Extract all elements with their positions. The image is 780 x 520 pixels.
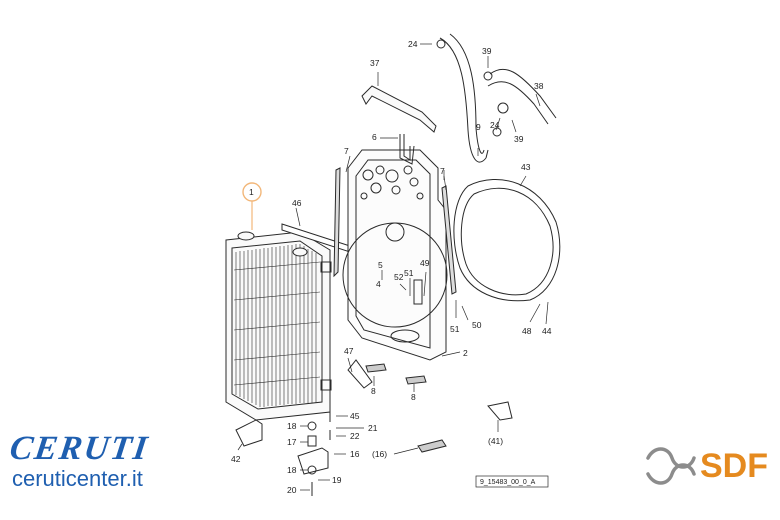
callout-8-right: 8 [411,392,416,402]
callout-51-bottom: 51 [450,324,460,334]
washer-18a [307,421,317,431]
callout-18-top: 18 [287,421,297,431]
fan-shroud-plate [342,149,448,361]
callout-19: 19 [332,475,342,485]
top-cover [361,85,437,133]
callout-24-right: 24 [490,120,500,130]
callout-46: 46 [292,198,302,208]
bracket-47 [347,359,373,389]
callout-24-top: 24 [408,39,418,49]
callout-45: 45 [350,411,360,421]
pad-8b [405,375,427,385]
callout-38: 38 [534,81,544,91]
radiator [225,231,332,421]
callout-6: 6 [372,132,377,142]
hose-upper [439,33,487,163]
callout-41: (41) [488,436,503,446]
callout-2: 2 [463,348,468,358]
callout-52: 52 [394,272,404,282]
sdf-logo-icon [646,447,696,485]
callout-7-right: 7 [440,166,445,176]
callout-17: 17 [287,437,297,447]
ceruti-logo: CERUTI [7,430,152,467]
pad-8a [365,363,387,373]
callout-5: 5 [378,260,383,270]
callout-16-paren: (16) [372,449,387,459]
callout-42: 42 [231,454,241,464]
sdf-logo-text: SDF [700,447,768,485]
side-seal-right [441,185,457,295]
bracket-16 [297,447,329,475]
callout-20: 20 [287,485,297,495]
drawing-code: 9_15483_00_0_A [480,479,536,486]
callout-49: 49 [420,258,430,268]
callout-labels: 1 2 4 5 6 7 7 8 8 9 16 (16) 17 18 18 19 … [231,39,552,495]
bracket-41 [487,401,513,421]
fan-ring [453,178,561,302]
callout-48: 48 [522,326,532,336]
callout-22: 22 [350,431,360,441]
callout-18-bottom: 18 [287,465,297,475]
callout-44: 44 [542,326,552,336]
callout-4: 4 [376,279,381,289]
drawing-code-box [475,475,549,488]
side-seal-left [333,167,341,278]
callout-1: 1 [249,187,254,197]
callout-39-top: 39 [482,46,492,56]
ceruti-url: ceruticenter.it [12,466,143,491]
hose-lower [487,68,557,125]
callout-16: 16 [350,449,360,459]
clip-6 [399,134,415,165]
callout-8-left: 8 [371,386,376,396]
callout-7-left: 7 [344,146,349,156]
callout-37: 37 [370,58,380,68]
callout-21: 21 [368,423,378,433]
washer-18b [307,465,317,475]
pad-16 [417,439,447,453]
callout-9: 9 [476,122,481,132]
callout-43: 43 [521,162,531,172]
bushing-17 [307,435,317,447]
callout-39-bottom: 39 [514,134,524,144]
callout-47: 47 [344,346,354,356]
bracket-42 [235,419,263,447]
callout-50: 50 [472,320,482,330]
callout-51-top: 51 [404,268,414,278]
